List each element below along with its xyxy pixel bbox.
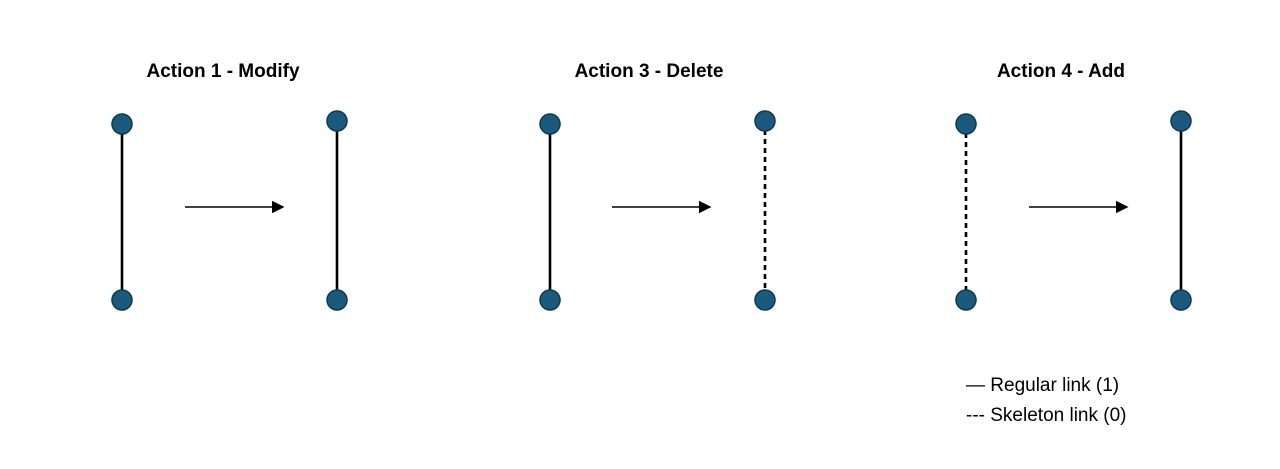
top-node	[326, 110, 348, 132]
before-edge	[955, 113, 977, 311]
legend-regular-link: — Regular link (1)	[966, 375, 1119, 396]
top-node	[955, 113, 977, 135]
bottom-node	[955, 289, 977, 311]
panel-action-delete: Action 3 - Delete	[539, 61, 776, 311]
legend: — Regular link (1) --- Skeleton link (0)	[966, 375, 1127, 426]
before-edge	[539, 113, 561, 311]
legend-skeleton-link: --- Skeleton link (0)	[966, 405, 1127, 426]
bottom-node	[1170, 289, 1192, 311]
bottom-node	[111, 289, 133, 311]
bottom-node	[326, 289, 348, 311]
after-edge	[754, 110, 776, 311]
panel-title: Action 3 - Delete	[575, 61, 724, 82]
panel-action-add: Action 4 - Add	[955, 61, 1192, 311]
top-node	[1170, 110, 1192, 132]
top-node	[111, 113, 133, 135]
after-edge	[326, 110, 348, 311]
panel-title: Action 1 - Modify	[146, 61, 299, 82]
panel-title: Action 4 - Add	[997, 61, 1125, 82]
bottom-node	[754, 289, 776, 311]
before-edge	[111, 113, 133, 311]
top-node	[539, 113, 561, 135]
panel-action-modify: Action 1 - Modify	[111, 61, 348, 311]
top-node	[754, 110, 776, 132]
after-edge	[1170, 110, 1192, 311]
bottom-node	[539, 289, 561, 311]
